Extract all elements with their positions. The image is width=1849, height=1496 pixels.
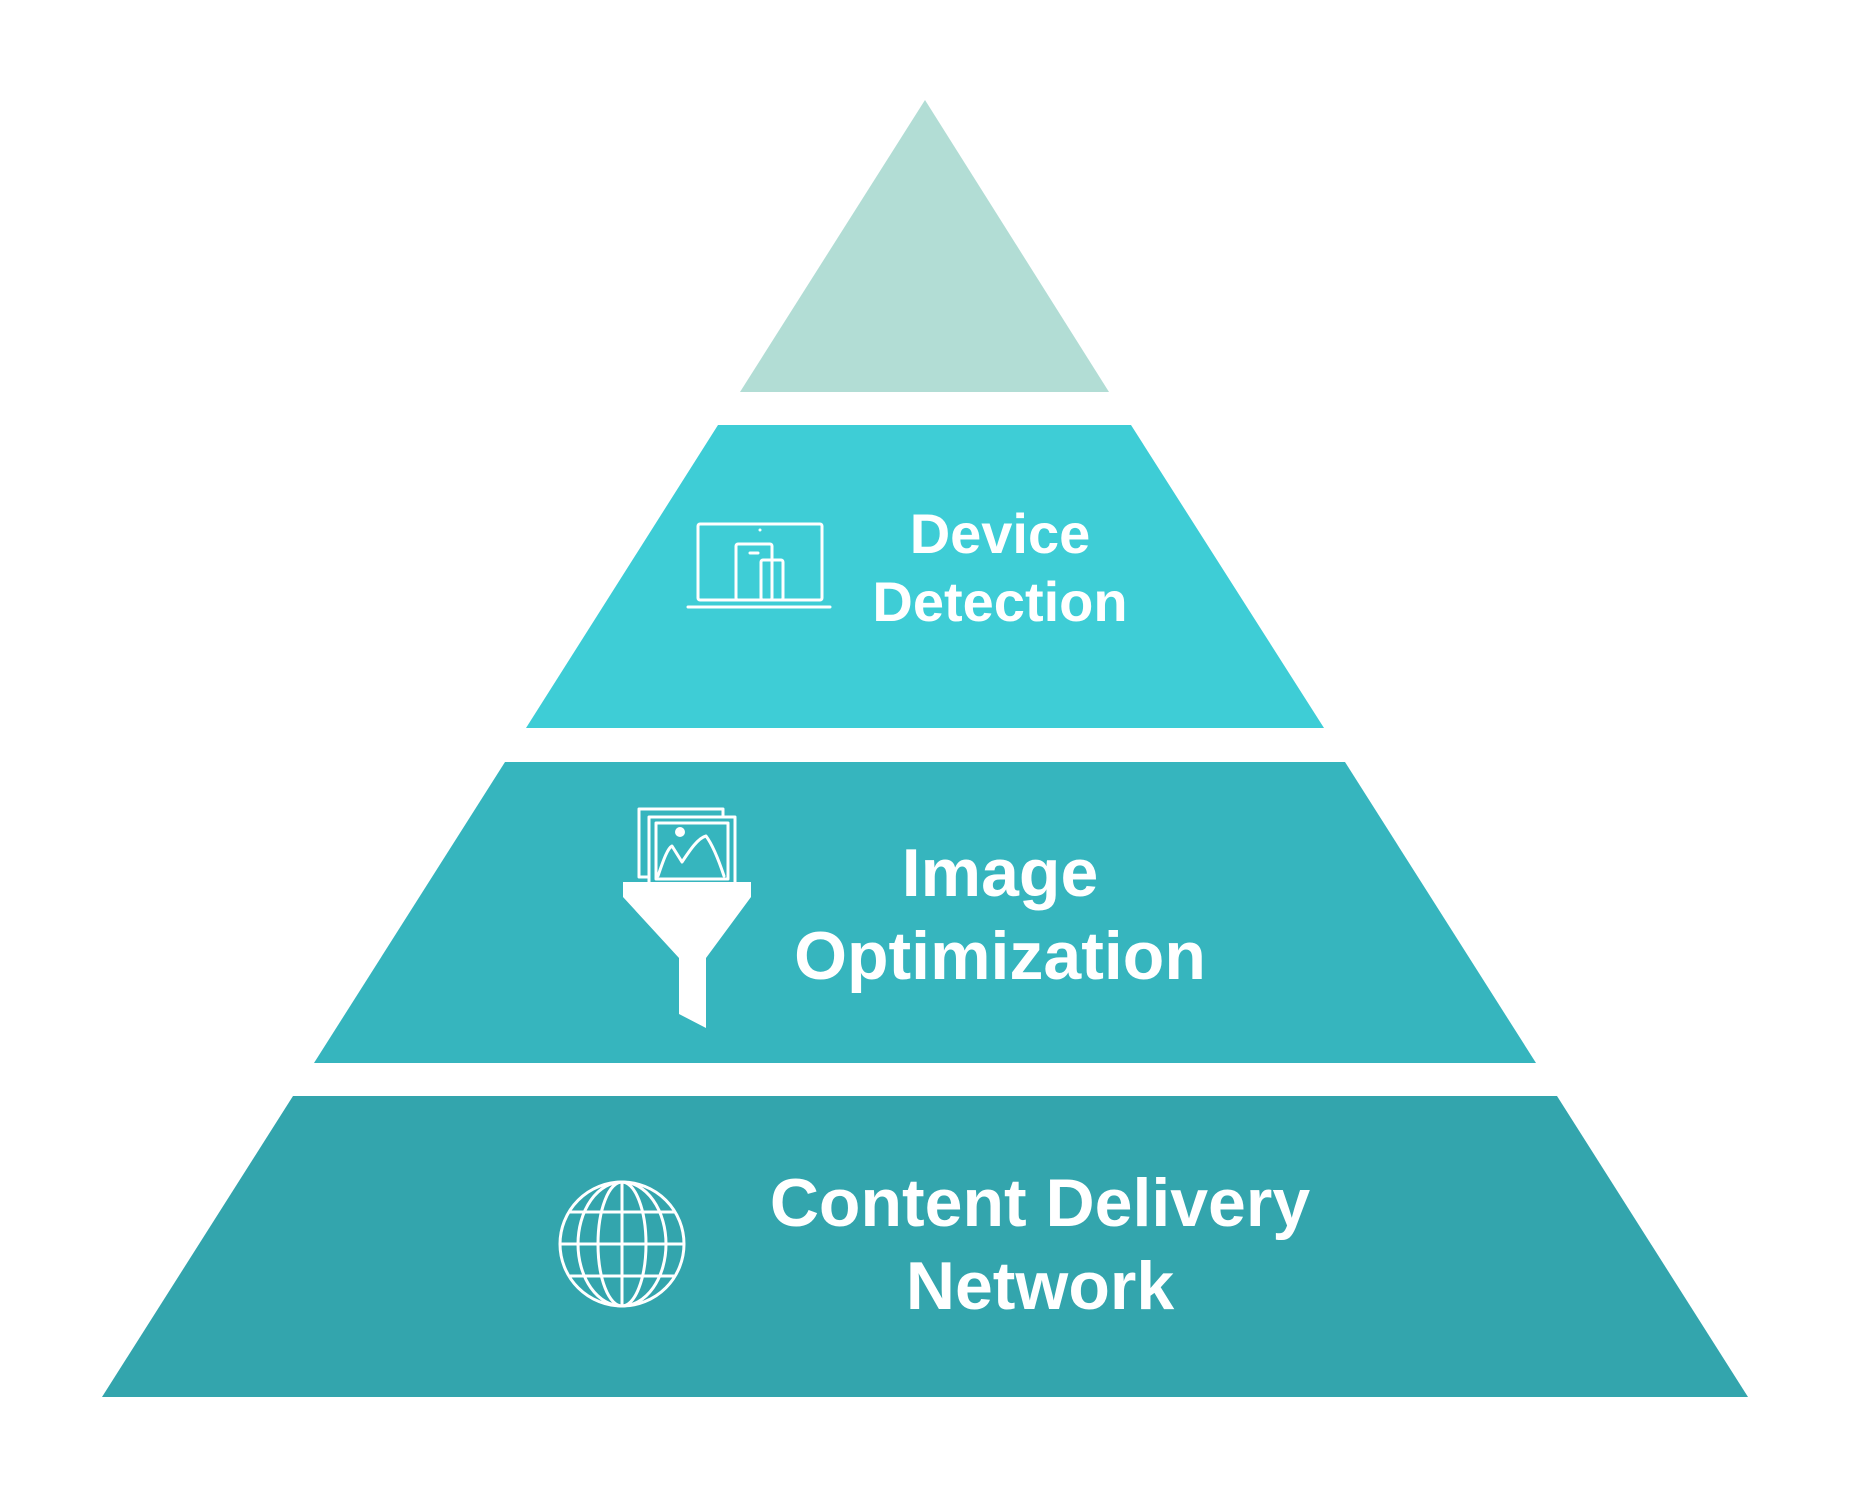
content-delivery-network-tier xyxy=(102,1096,1748,1397)
image-funnel-icon xyxy=(623,807,751,1028)
device-detection-tier xyxy=(526,425,1324,728)
content-delivery-network-label-line-2: Network xyxy=(905,1247,1175,1324)
image-optimization-label-line-2: Optimization xyxy=(794,917,1206,994)
globe-icon xyxy=(558,1180,686,1308)
device-detection-label-line-1: Device xyxy=(909,502,1091,565)
image-optimization-label: Image Optimization xyxy=(740,832,1260,998)
content-delivery-network-label-line-1: Content Delivery xyxy=(769,1165,1311,1241)
device-detection-label: Device Detection xyxy=(840,500,1160,637)
content-delivery-network-label: Content Delivery Network xyxy=(720,1162,1360,1328)
pyramid-apex-tier xyxy=(740,100,1109,392)
device-detection-label-line-2: Detection xyxy=(872,570,1128,634)
image-optimization-tier xyxy=(314,762,1536,1063)
devices-icon xyxy=(686,522,832,609)
image-optimization-label-line-1: Image xyxy=(901,835,1099,911)
